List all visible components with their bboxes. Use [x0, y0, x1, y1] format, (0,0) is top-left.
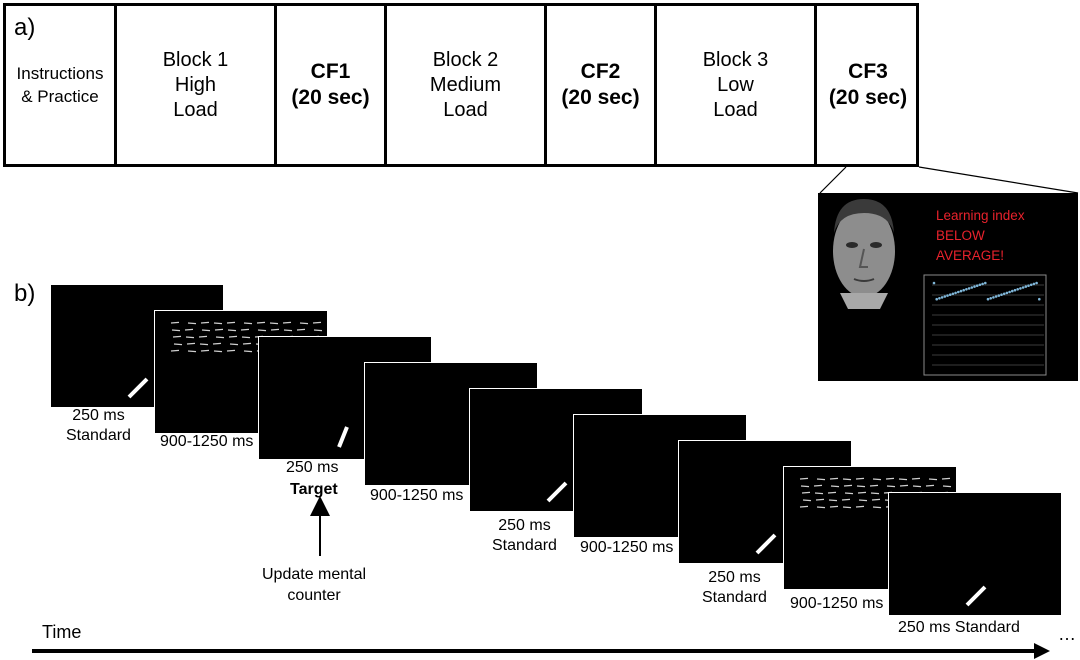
caption-isi-1: 900-1250 ms	[160, 433, 254, 450]
line-stimulus	[127, 377, 149, 399]
arrow-label: Update mental counter	[262, 566, 367, 604]
line-stimulus	[337, 426, 349, 448]
feedback-message: Learning index BELOW AVERAGE!	[936, 208, 1025, 263]
caption-isi-2: 900-1250 ms	[370, 487, 464, 504]
block-1: Block 1 High Load	[114, 6, 274, 164]
line-stimulus	[546, 481, 568, 503]
block-3: Block 3 Low Load	[654, 6, 814, 164]
block-cf3: CF3 (20 sec)	[814, 6, 919, 164]
caption-standard-1: 250 ms Standard	[66, 407, 131, 444]
caption-target: Target	[290, 481, 338, 498]
block-timeline: Instructions & Practice Block 1 High Loa…	[3, 3, 919, 167]
zoom-line-left	[819, 166, 847, 194]
stimulus-screen-9	[888, 492, 1062, 616]
caption-isi-4: 900-1250 ms	[790, 595, 884, 612]
line-stimulus	[755, 533, 777, 555]
caption-target-time: 250 ms	[286, 459, 339, 476]
zoom-line-right	[918, 166, 1079, 194]
time-axis-arrowhead	[1034, 643, 1050, 659]
block-cf2: CF2 (20 sec)	[544, 6, 654, 164]
caption-standard-2: 250 ms Standard	[492, 517, 557, 554]
caption-standard-3: 250 ms Standard	[702, 569, 767, 606]
block-instructions: Instructions & Practice	[16, 64, 104, 106]
face-image	[833, 199, 895, 309]
panel-a-label: a)	[14, 14, 36, 41]
panel-b-label: b)	[14, 280, 36, 307]
caption-isi-3: 900-1250 ms	[580, 539, 674, 556]
time-label: Time	[42, 622, 82, 642]
line-stimulus	[965, 585, 987, 607]
feedback-content	[833, 199, 1047, 376]
block-2: Block 2 Medium Load	[384, 6, 544, 164]
caption-standard-4: 250 ms Standard	[898, 619, 1020, 636]
ellipsis: …	[1058, 624, 1076, 644]
feedback-screen	[818, 193, 1078, 381]
learning-index-chart	[923, 274, 1047, 376]
block-cf1: CF1 (20 sec)	[274, 6, 384, 164]
